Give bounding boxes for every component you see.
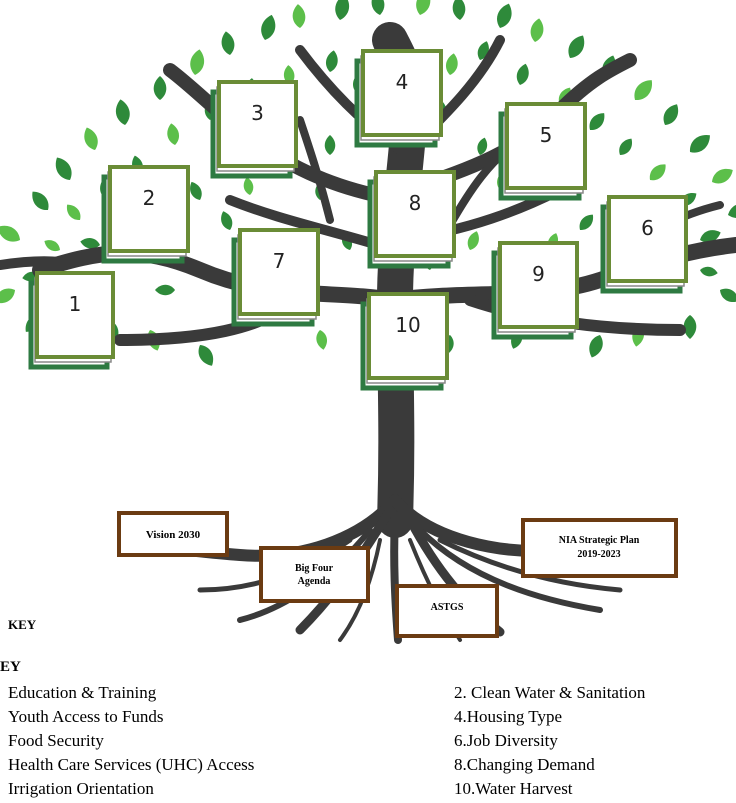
sign-bigfour-line2: Agenda <box>298 576 331 587</box>
leaf <box>629 75 657 105</box>
sign-vision-label: Vision 2030 <box>146 529 201 541</box>
frame-front-1 <box>35 271 115 359</box>
frame-number-7: 7 <box>273 249 286 273</box>
frame-8: 8 <box>367 170 456 269</box>
frame-number-1: 1 <box>69 292 82 316</box>
leaf <box>659 101 683 129</box>
leaf <box>155 284 175 296</box>
leaf <box>218 209 235 232</box>
frame-front-5 <box>505 102 587 190</box>
frame-number-6: 6 <box>641 216 654 240</box>
frame-number-4: 4 <box>396 70 409 94</box>
sign-bigfour-line1: Big Four <box>295 563 334 574</box>
key-item-right-3: 6.Job Diversity <box>454 731 558 750</box>
leaf <box>51 154 76 184</box>
frame-front-4 <box>361 49 443 137</box>
leaf <box>708 164 736 188</box>
leaf <box>699 265 719 278</box>
sign-astgs: ASTGS <box>395 584 499 638</box>
leaf <box>585 332 606 360</box>
leaf <box>42 236 63 255</box>
leaf <box>27 187 53 215</box>
numbered-frames: 1 2 3 4 5 6 7 8 9 10 <box>28 49 688 391</box>
leaf <box>413 0 434 17</box>
frame-front-10 <box>367 292 449 380</box>
frame-1: 1 <box>28 271 115 370</box>
leaf <box>465 229 482 252</box>
frame-front-6 <box>607 195 688 283</box>
leaf <box>717 284 736 307</box>
key-inner-heading: KEY <box>8 617 37 632</box>
key-item-right-2: 4.Housing Type <box>454 707 563 726</box>
sign-nia-strategic-plan: NIA Strategic Plan 2019-2023 <box>521 518 678 578</box>
frame-10: 10 <box>360 292 449 391</box>
leaf <box>165 122 181 147</box>
leaf <box>585 109 609 134</box>
leaf <box>685 130 715 158</box>
frame-6: 6 <box>600 195 688 294</box>
frame-number-5: 5 <box>540 123 553 147</box>
key-item-left-3: Food Security <box>8 731 104 750</box>
leaf <box>80 125 101 153</box>
key-item-left-1: Education & Training <box>8 683 157 702</box>
key-item-right-5: 10.Water Harvest <box>454 779 573 798</box>
frame-number-8: 8 <box>409 191 422 215</box>
leaf <box>291 3 307 29</box>
key-item-left-4: Health Care Services (UHC) Access <box>8 755 255 774</box>
leaf <box>113 98 132 127</box>
leaf <box>258 13 279 42</box>
frame-front-9 <box>498 241 579 329</box>
frame-2: 2 <box>101 165 190 264</box>
leaf <box>575 211 597 234</box>
leaf <box>219 30 237 57</box>
leaf <box>63 201 85 224</box>
key-item-right-4: 8.Changing Demand <box>454 755 595 774</box>
leaf <box>324 49 340 74</box>
leaf <box>615 135 636 159</box>
sign-nia-line2: 2019-2023 <box>577 549 620 560</box>
frame-front-8 <box>374 170 456 258</box>
leaf <box>153 76 167 100</box>
key-item-left-5: Irrigation Orientation <box>8 779 154 798</box>
key-item-right-1: 2. Clean Water & Sanitation <box>454 683 646 702</box>
frame-3: 3 <box>210 80 298 179</box>
leaf <box>188 48 207 77</box>
leaf <box>194 341 218 369</box>
leaf <box>514 62 532 87</box>
frame-front-7 <box>238 228 320 316</box>
frame-number-2: 2 <box>143 186 156 210</box>
frame-9: 9 <box>491 241 579 340</box>
leaf <box>528 17 546 44</box>
frame-number-10: 10 <box>395 313 420 337</box>
leaf <box>0 284 19 308</box>
leaf <box>0 221 24 246</box>
leaf <box>493 1 516 31</box>
sign-vision-2030: Vision 2030 <box>117 511 229 557</box>
leaf <box>564 32 589 62</box>
leaf <box>242 176 255 196</box>
leaf <box>444 52 460 77</box>
sign-big-four-agenda: Big Four Agenda <box>259 546 370 603</box>
leaf <box>324 135 336 155</box>
frame-number-3: 3 <box>251 101 264 125</box>
leaf <box>314 329 329 351</box>
key-item-left-2: Youth Access to Funds <box>8 707 164 726</box>
leaf <box>725 199 736 222</box>
frame-4: 4 <box>354 49 443 148</box>
leaf <box>645 160 670 185</box>
leaf <box>369 0 387 17</box>
frame-5: 5 <box>498 102 587 201</box>
frame-number-9: 9 <box>532 262 545 286</box>
frame-front-2 <box>108 165 190 253</box>
leaf <box>451 0 467 21</box>
leaf <box>333 0 352 22</box>
sign-astgs-label: ASTGS <box>431 602 464 613</box>
leaf <box>683 315 697 339</box>
key-heading: EY <box>0 659 21 675</box>
sign-nia-line1: NIA Strategic Plan <box>559 535 640 546</box>
frame-7: 7 <box>231 228 320 327</box>
frame-front-3 <box>217 80 298 168</box>
